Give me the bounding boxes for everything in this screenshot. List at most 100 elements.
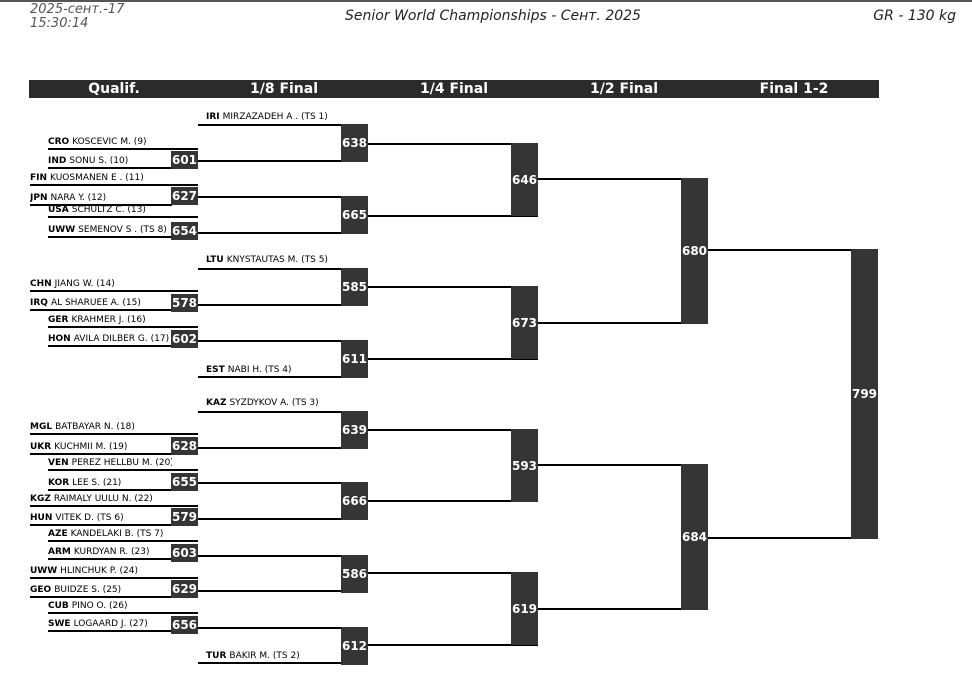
country-code: KOR — [48, 478, 70, 488]
athlete-name: KOSCEVIC M. (9) — [72, 137, 147, 147]
athlete-name: AVILA DILBER G. (17) — [73, 334, 170, 344]
bracket-line — [538, 608, 708, 610]
country-code: CHN — [30, 279, 52, 289]
bracket-line — [30, 204, 172, 206]
athlete-name: SEMENOV S . (TS 8) — [78, 225, 167, 235]
bracket-line — [48, 236, 172, 238]
rounds-header: Qualif. 1/8 Final 1/4 Final 1/2 Final Fi… — [29, 80, 879, 98]
bracket-line — [198, 268, 368, 270]
bracket-line — [198, 304, 368, 306]
country-code: GER — [48, 315, 69, 325]
bracket-line — [30, 505, 198, 507]
round-eighth-final: 1/8 Final — [249, 81, 319, 97]
bracket-line — [198, 340, 368, 342]
country-code: KAZ — [206, 398, 227, 408]
athlete-name: KURDYAN R. (23) — [73, 547, 150, 557]
bout-number: 646 — [511, 143, 538, 216]
bracket-line — [30, 309, 172, 311]
bracket-line — [198, 232, 368, 234]
country-code: IRI — [206, 112, 220, 122]
athlete-name: KANDELAKI B. (TS 7) — [70, 529, 164, 539]
bout-number: 799 — [851, 249, 878, 539]
country-code: LTU — [206, 255, 224, 265]
bracket-line — [48, 489, 172, 491]
bracket-line — [198, 555, 368, 557]
bracket-line — [48, 612, 198, 614]
bracket-line — [708, 537, 878, 539]
athlete-name: KRAHMER J. (16) — [71, 315, 146, 325]
bracket-line — [198, 376, 368, 378]
bracket-line — [198, 160, 368, 162]
bracket-line — [48, 148, 198, 150]
country-code: KGZ — [30, 494, 51, 504]
country-code: ARM — [48, 547, 71, 557]
athlete-name: PINO O. (26) — [71, 601, 128, 611]
bracket-line — [48, 558, 172, 560]
country-code: HUN — [30, 513, 53, 523]
bout-number: 656 — [171, 616, 198, 634]
bout-number: 629 — [171, 580, 198, 598]
country-code: MGL — [30, 422, 53, 432]
bout-number: 593 — [511, 429, 538, 502]
bout-number: 578 — [171, 294, 198, 312]
country-code: UWW — [30, 566, 58, 576]
bracket-line — [368, 429, 538, 431]
bracket-line — [198, 447, 368, 449]
bracket-line — [198, 662, 368, 664]
country-code: USA — [48, 205, 69, 215]
bracket-line — [708, 249, 878, 251]
bracket-line — [538, 322, 708, 324]
athlete-name: SYZDYKOV A. (TS 3) — [229, 398, 319, 408]
bracket-line — [30, 524, 172, 526]
bout-number: 603 — [171, 544, 198, 562]
bracket-line — [368, 286, 538, 288]
bout-number: 638 — [341, 124, 368, 162]
country-code: GEO — [30, 585, 52, 595]
athlete-name: AL SHARUEE A. (15) — [50, 298, 141, 308]
athlete-name: MIRZAZADEH A . (TS 1) — [222, 112, 328, 122]
bracket-line — [198, 196, 368, 198]
athlete-name: SCHULTZ C. (13) — [71, 205, 146, 215]
country-code: TUR — [206, 651, 227, 661]
bracket-line — [198, 124, 368, 126]
athlete-name: KUOSMANEN E . (11) — [50, 173, 144, 183]
bracket-line — [48, 540, 198, 542]
event-title: Senior World Championships - Сент. 2025 — [345, 8, 641, 24]
country-code: JPN — [30, 193, 48, 203]
bout-number: 654 — [171, 222, 198, 240]
round-qualification: Qualif. — [88, 81, 140, 97]
bracket-line — [368, 143, 538, 145]
bout-number: 639 — [341, 411, 368, 449]
country-code: IND — [48, 156, 67, 166]
athlete-name: RAIMALY UULU N. (22) — [53, 494, 153, 504]
bout-number: 585 — [341, 268, 368, 306]
bout-number: 611 — [341, 340, 368, 378]
bout-number: 628 — [171, 437, 198, 455]
country-code: FIN — [30, 173, 48, 183]
bout-number: 602 — [171, 330, 198, 348]
bracket-line — [368, 358, 538, 360]
country-code: CUB — [48, 601, 69, 611]
country-code: UKR — [30, 442, 52, 452]
country-code: CRO — [48, 137, 70, 147]
